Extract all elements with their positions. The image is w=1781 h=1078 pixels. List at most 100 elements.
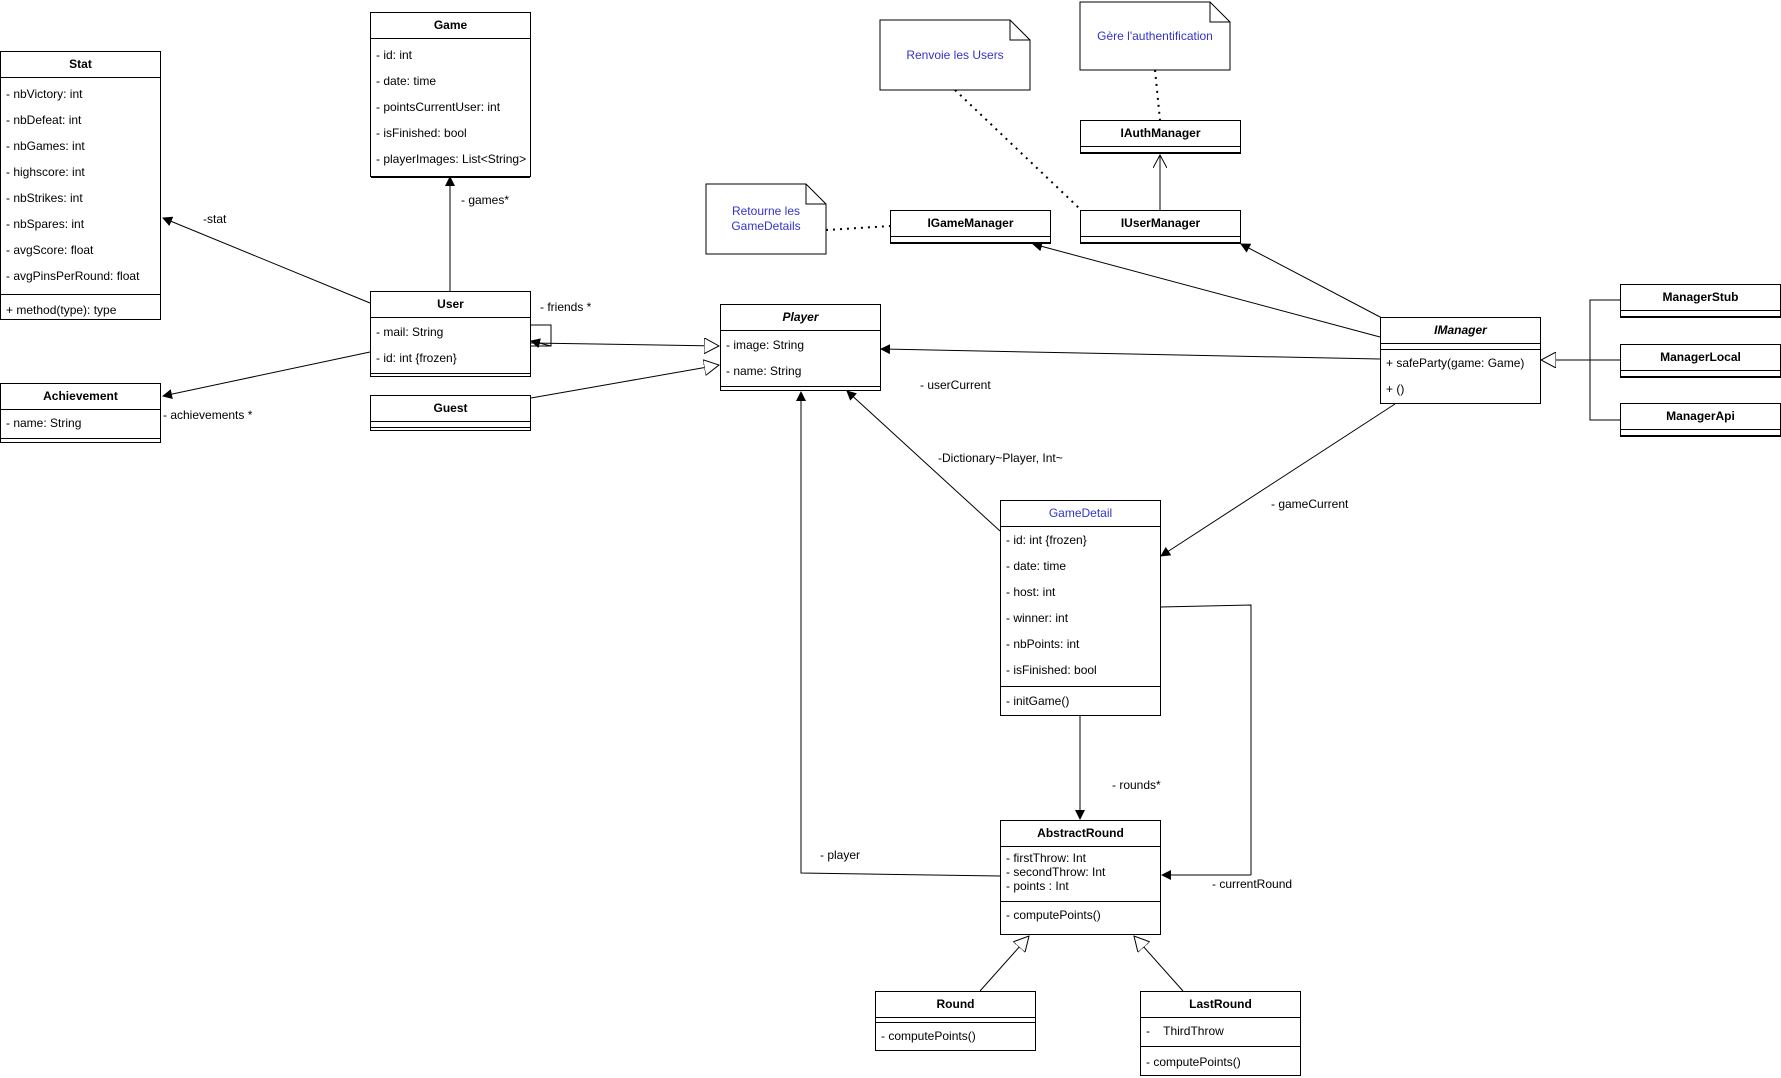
lastround-op: - computePoints() <box>1146 1055 1241 1069</box>
class-managerstub[interactable]: ManagerStub <box>1620 284 1781 318</box>
achievement-attr: - name: String <box>6 416 82 430</box>
stat-attr: - avgPinsPerRound: float <box>6 269 140 283</box>
class-imanager[interactable]: IManager + safeParty(game: Game) + () <box>1380 317 1541 404</box>
user-attr: - mail: String <box>376 325 444 339</box>
gen-user-player <box>530 343 719 346</box>
class-game-title: Game <box>371 13 530 39</box>
class-user-title: User <box>371 292 530 318</box>
round-op: - computePoints() <box>881 1029 976 1043</box>
player-attr: - name: String <box>726 364 802 378</box>
stat-attr: - nbVictory: int <box>6 87 83 101</box>
class-managerlocal[interactable]: ManagerLocal <box>1620 344 1781 378</box>
class-managerapi-title: ManagerApi <box>1621 404 1780 430</box>
note-renvoie: Renvoie les Users <box>906 47 1004 62</box>
class-imanager-title: IManager <box>1381 318 1540 344</box>
label-games: - games* <box>461 193 510 207</box>
gen-round-abstractround <box>979 936 1029 992</box>
class-iauthmanager-title: IAuthManager <box>1081 121 1240 147</box>
note-shape-gere <box>1079 1 1231 71</box>
note-link-renvoie <box>954 89 1081 210</box>
label-friends: - friends * <box>540 300 592 314</box>
assoc-abstractround-player <box>800 392 1001 877</box>
class-stat-title: Stat <box>1 52 160 78</box>
class-lastround[interactable]: LastRound - ThirdThrow - computePoints() <box>1140 991 1301 1076</box>
class-gamedetail[interactable]: GameDetail - id: int {frozen} - date: ti… <box>1000 500 1161 716</box>
label-dictionary: -Dictionary~Player, Int~ <box>938 451 1063 465</box>
assoc-imanager-igamemanager <box>1032 241 1381 338</box>
abstractround-attr: - points : Int <box>1006 879 1069 893</box>
assoc-user-achievement <box>162 351 371 400</box>
class-player-title: Player <box>721 305 880 331</box>
label-stat: -stat <box>203 212 227 226</box>
class-iauthmanager[interactable]: IAuthManager <box>1080 120 1241 154</box>
game-attr: - pointsCurrentUser: int <box>376 100 501 114</box>
label-gamecurrent: - gameCurrent <box>1271 497 1349 511</box>
class-iusermanager-title: IUserManager <box>1081 211 1240 237</box>
class-user[interactable]: User - mail: String - id: int {frozen} <box>370 291 531 377</box>
note-retourne: Retourne les GameDetails <box>731 204 801 233</box>
class-managerlocal-title: ManagerLocal <box>1621 345 1780 371</box>
stat-attr: - nbDefeat: int <box>6 113 82 127</box>
player-attr: - image: String <box>726 338 805 352</box>
assoc-imanager-player <box>880 344 1381 360</box>
class-achievement[interactable]: Achievement - name: String <box>0 383 161 443</box>
gen-guest-player <box>530 365 719 399</box>
class-igamemanager[interactable]: IGameManager <box>890 210 1051 244</box>
gamedetail-op: - initGame() <box>1006 694 1070 708</box>
stat-attr: - nbStrikes: int <box>6 191 83 205</box>
gamedetail-attr: - date: time <box>1006 559 1067 573</box>
assoc-gamedetail-currentround <box>1159 604 1252 875</box>
class-player[interactable]: Player - image: String - name: String <box>720 304 881 391</box>
gamedetail-attr: - nbPoints: int <box>1006 637 1080 651</box>
game-attr: - id: int <box>376 48 413 62</box>
label-achievements: - achievements * <box>163 408 253 422</box>
abstractround-attr: - firstThrow: Int <box>1006 851 1087 865</box>
class-achievement-title: Achievement <box>1 384 160 410</box>
stat-attr: - nbSpares: int <box>6 217 85 231</box>
class-round[interactable]: Round - computePoints() <box>875 991 1036 1051</box>
label-rounds: - rounds* <box>1112 778 1161 792</box>
class-game[interactable]: Game - id: int - date: time - pointsCurr… <box>370 12 531 178</box>
gamedetail-attr: - isFinished: bool <box>1006 663 1097 677</box>
class-gamedetail-title: GameDetail <box>1001 501 1160 527</box>
assoc-imanager-gamedetail <box>1160 403 1396 557</box>
class-managerapi[interactable]: ManagerApi <box>1620 403 1781 437</box>
class-abstractround[interactable]: AbstractRound - firstThrow: Int - second… <box>1000 820 1161 935</box>
class-guest[interactable]: Guest <box>370 395 531 431</box>
stat-op: + method(type): type <box>6 303 117 317</box>
class-round-title: Round <box>876 992 1035 1018</box>
note-shape-renvoie <box>879 19 1031 91</box>
game-attr: - isFinished: bool <box>376 126 467 140</box>
gamedetail-attr: - host: int <box>1006 585 1056 599</box>
class-stat[interactable]: Stat - nbVictory: int - nbDefeat: int - … <box>0 51 161 320</box>
abstractround-op: - computePoints() <box>1006 908 1101 922</box>
lastround-attr: - ThirdThrow <box>1146 1024 1224 1038</box>
game-attr: - date: time <box>376 74 437 88</box>
class-lastround-title: LastRound <box>1141 992 1300 1018</box>
class-managerstub-title: ManagerStub <box>1621 285 1780 311</box>
class-abstractround-title: AbstractRound <box>1001 821 1160 847</box>
note-link-gere <box>1154 69 1161 121</box>
imanager-op: + safeParty(game: Game) <box>1386 356 1525 370</box>
note-link-retourne <box>825 225 892 231</box>
class-igamemanager-title: IGameManager <box>891 211 1050 237</box>
gamedetail-attr: - id: int {frozen} <box>1006 533 1087 547</box>
gen-lastround-abstractround <box>1134 936 1184 992</box>
assoc-gamedetail-player <box>846 390 1001 532</box>
assoc-user-stat <box>162 216 371 304</box>
class-guest-title: Guest <box>371 396 530 422</box>
game-attr: - playerImages: List<String> <box>376 152 527 166</box>
class-iusermanager[interactable]: IUserManager <box>1080 210 1241 244</box>
note-gere: Gère l'authentification <box>1097 28 1213 43</box>
imanager-op: + () <box>1386 382 1405 396</box>
user-attr: - id: int {frozen} <box>376 351 457 365</box>
label-usercurrent: - userCurrent <box>920 378 991 392</box>
label-currentround: - currentRound <box>1212 877 1293 891</box>
stat-attr: - avgScore: float <box>6 243 94 257</box>
stat-attr: - highscore: int <box>6 165 85 179</box>
abstractround-attr: - secondThrow: Int <box>1006 865 1106 879</box>
gamedetail-attr: - winner: int <box>1006 611 1069 625</box>
assoc-imanager-iusermanager <box>1240 243 1383 319</box>
label-player: - player <box>820 848 861 862</box>
